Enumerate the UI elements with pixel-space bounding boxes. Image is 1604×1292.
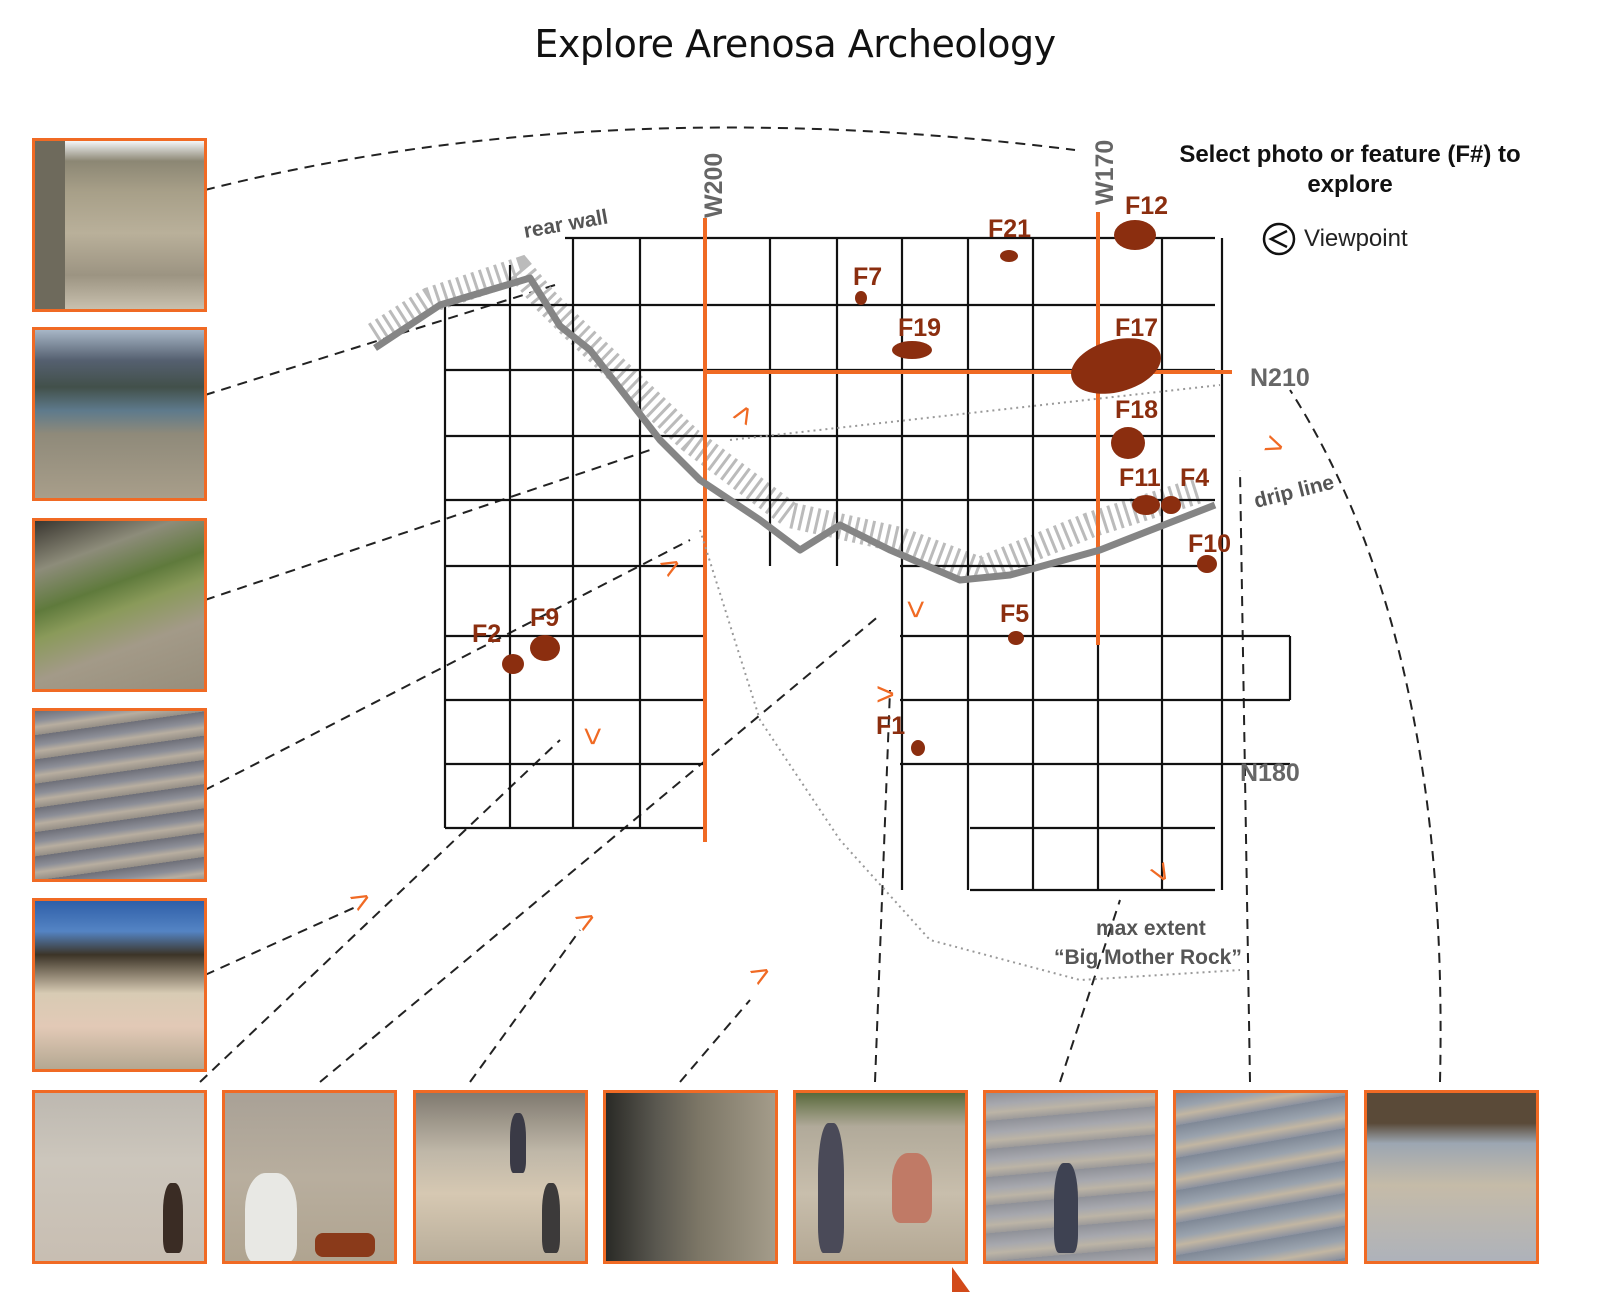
drip-line-label: drip line	[1252, 471, 1337, 513]
feature-f7-marker[interactable]	[855, 291, 867, 305]
feature-f10-marker[interactable]	[1197, 555, 1217, 573]
worker-figure	[892, 1153, 932, 1223]
photo-bottom-8[interactable]	[1364, 1090, 1539, 1264]
feature-f18-marker[interactable]	[1111, 427, 1145, 459]
feature-f9-label[interactable]: F9	[530, 604, 559, 632]
excavation-grid	[443, 236, 1292, 892]
viewpoint-marker[interactable]: >	[744, 954, 778, 995]
wheelbarrow	[315, 1233, 375, 1257]
feature-f5-marker[interactable]	[1008, 631, 1024, 645]
rear-wall-hatch	[368, 254, 1204, 584]
photo-image	[1367, 1093, 1536, 1261]
photo-bottom-7[interactable]	[1173, 1090, 1348, 1264]
grid-label-w200: W200	[700, 153, 728, 218]
photo-bottom-5[interactable]	[793, 1090, 968, 1264]
viewpoint-marker[interactable]: >	[723, 397, 764, 431]
photo-bottom-1[interactable]	[32, 1090, 207, 1264]
max-extent-label: max extent	[1096, 917, 1206, 940]
worker-figure	[1054, 1163, 1078, 1253]
feature-f19-label[interactable]: F19	[898, 314, 941, 342]
worker-figure	[542, 1183, 560, 1253]
viewpoint-label: Viewpoint	[1304, 225, 1408, 252]
photo-left-5[interactable]	[32, 898, 207, 1072]
grid-label-n180: N180	[1240, 759, 1300, 787]
photo-image	[35, 711, 204, 879]
photo-image	[1176, 1093, 1345, 1261]
next-arrow-icon[interactable]	[952, 1267, 970, 1292]
feature-f1-label[interactable]: F1	[876, 712, 905, 740]
worker-figure	[510, 1113, 526, 1173]
feature-f7-label[interactable]: F7	[853, 263, 882, 291]
viewpoint-marker[interactable]: >	[1260, 425, 1290, 465]
feature-f11-marker[interactable]	[1132, 495, 1160, 515]
worker-figure	[245, 1173, 297, 1261]
feature-f21-marker[interactable]	[1000, 250, 1018, 262]
photo-bottom-3[interactable]	[413, 1090, 588, 1264]
worker-figure	[163, 1183, 183, 1253]
drip-line-marks	[699, 384, 1241, 982]
feature-f17-marker[interactable]	[1065, 329, 1167, 403]
feature-f2-marker[interactable]	[502, 654, 524, 674]
photo-image	[35, 330, 204, 498]
big-mother-rock-label: “Big Mother Rock”	[1054, 946, 1242, 969]
feature-f17-label[interactable]: F17	[1115, 314, 1158, 342]
photo-image	[35, 521, 204, 689]
rear-wall-line	[373, 274, 1217, 584]
feature-f12-label[interactable]: F12	[1125, 192, 1168, 220]
grid-label-n210: N210	[1250, 364, 1310, 392]
photo-image	[606, 1093, 775, 1261]
viewpoint-marker[interactable]: >	[575, 727, 611, 746]
photo-left-3[interactable]	[32, 518, 207, 692]
feature-f18-label[interactable]: F18	[1115, 396, 1158, 424]
cliff-shadow	[35, 141, 65, 309]
viewpoint-marker[interactable]: >	[898, 600, 934, 619]
feature-f9-marker[interactable]	[530, 635, 560, 661]
viewpoint-marker[interactable]: >	[569, 900, 603, 941]
viewpoint-marker[interactable]: >	[344, 880, 378, 921]
photo-left-2[interactable]	[32, 327, 207, 501]
photo-left-4[interactable]	[32, 708, 207, 882]
feature-f4-label[interactable]: F4	[1180, 464, 1209, 492]
feature-f19-marker[interactable]	[892, 341, 932, 359]
photo-bottom-6[interactable]	[983, 1090, 1158, 1264]
feature-f2-label[interactable]: F2	[472, 620, 501, 648]
feature-f4-marker[interactable]	[1161, 496, 1181, 514]
viewpoint-legend: Viewpoint	[1262, 222, 1408, 256]
page-title: Explore Arenosa Archeology	[534, 22, 1056, 66]
feature-f10-label[interactable]: F10	[1188, 530, 1231, 558]
feature-f21-label[interactable]: F21	[988, 215, 1031, 243]
feature-f5-label[interactable]: F5	[1000, 600, 1029, 628]
sight-lines	[199, 126, 1442, 1083]
feature-f11-label[interactable]: F11	[1119, 464, 1161, 492]
viewpoint-marker[interactable]: >	[876, 676, 895, 712]
features[interactable]	[502, 220, 1217, 756]
photo-bottom-4[interactable]	[603, 1090, 778, 1264]
grid-label-w170: W170	[1091, 140, 1119, 205]
photo-left-1[interactable]	[32, 138, 207, 312]
photo-bottom-2[interactable]	[222, 1090, 397, 1264]
feature-f12-marker[interactable]	[1114, 220, 1156, 250]
worker-figure	[818, 1123, 844, 1253]
viewpoint-icon	[1262, 222, 1296, 256]
instructions-text: Select photo or feature (F#) to explore	[1179, 141, 1521, 198]
feature-f1-marker[interactable]	[911, 740, 925, 756]
photo-image	[35, 901, 204, 1069]
